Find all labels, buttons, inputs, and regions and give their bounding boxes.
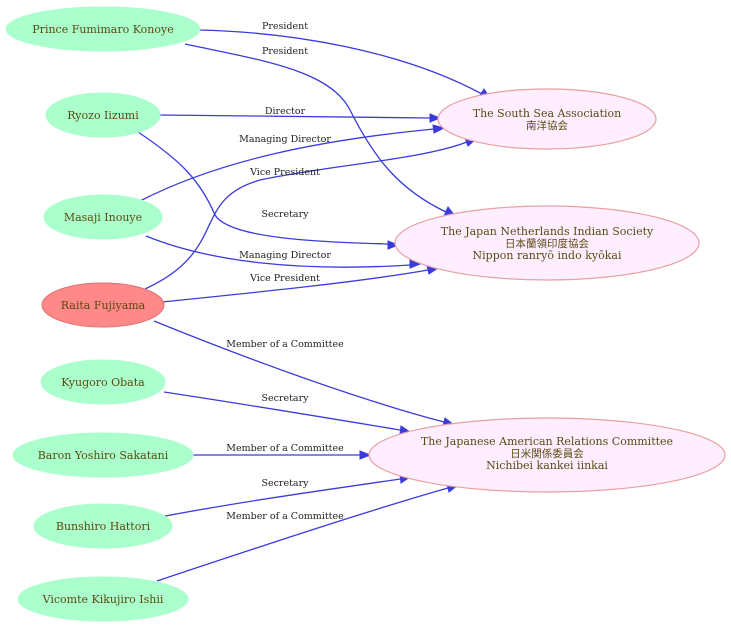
edge-label: Vice President bbox=[249, 273, 320, 284]
node-label: Baron Yoshiro Sakatani bbox=[38, 449, 169, 462]
edge-label: Managing Director bbox=[239, 134, 331, 145]
node-label: Raita Fujiyama bbox=[61, 299, 146, 312]
edge-konoye-netherlands: President bbox=[184, 43, 457, 217]
node-japan-netherlands-indian-society[interactable]: The Japan Netherlands Indian Society 日本蘭… bbox=[394, 205, 700, 281]
edge-fujiyama-netherlands: Vice President bbox=[161, 265, 440, 303]
node-label: Prince Fumimaro Konoye bbox=[32, 23, 173, 36]
edge-label: Vice President bbox=[249, 167, 320, 178]
edge-label: Secretary bbox=[261, 393, 309, 404]
node-south-sea-association[interactable]: The South Sea Association 南洋協会 bbox=[437, 88, 657, 150]
edge-sakatani-american: Member of a Committee bbox=[191, 443, 372, 460]
edge-obata-american: Secretary bbox=[163, 391, 412, 435]
node-sakatani[interactable]: Baron Yoshiro Sakatani bbox=[12, 432, 194, 478]
node-label: Ryozo Iizumi bbox=[67, 109, 139, 122]
node-ishii[interactable]: Vicomte Kikujiro Ishii bbox=[17, 576, 189, 622]
node-label-romanized: Nichibei kankei iinkai bbox=[486, 459, 608, 472]
edge-label: Director bbox=[265, 106, 306, 117]
edge-label: President bbox=[262, 46, 308, 57]
node-label-japanese: 南洋協会 bbox=[526, 119, 568, 132]
edge-konoye-south-sea: President bbox=[197, 21, 491, 99]
node-iizumi[interactable]: Ryozo Iizumi bbox=[45, 92, 161, 138]
edge-label: Managing Director bbox=[239, 250, 331, 261]
edge-inouye-netherlands: Managing Director bbox=[145, 235, 422, 269]
edge-label: Member of a Committee bbox=[226, 443, 344, 454]
edge-iizumi-netherlands: Secretary bbox=[137, 131, 400, 250]
edge-label: Member of a Committee bbox=[226, 339, 344, 350]
node-label-japanese: 日米関係委員会 bbox=[510, 447, 584, 460]
node-japanese-american-relations-committee[interactable]: The Japanese American Relations Committe… bbox=[368, 417, 726, 493]
node-label: Masaji Inouye bbox=[64, 211, 142, 224]
node-label: Kyugoro Obata bbox=[61, 376, 145, 389]
edge-inouye-south-sea: Managing Director bbox=[139, 124, 446, 202]
node-label-romanized: Nippon ranryō indo kyōkai bbox=[473, 249, 622, 262]
edge-ishii-american: Member of a Committee bbox=[156, 483, 460, 582]
edge-label: Secretary bbox=[261, 478, 309, 489]
node-label: Vicomte Kikujiro Ishii bbox=[42, 593, 164, 606]
edge-label: President bbox=[262, 21, 308, 32]
node-inouye[interactable]: Masaji Inouye bbox=[43, 194, 163, 240]
edge-iizumi-south-sea: Director bbox=[159, 106, 442, 123]
node-fujiyama[interactable]: Raita Fujiyama bbox=[41, 282, 165, 328]
node-label: The Japanese American Relations Committe… bbox=[421, 435, 673, 448]
node-label: The South Sea Association bbox=[473, 107, 622, 120]
node-label-japanese: 日本蘭領印度協会 bbox=[505, 237, 589, 250]
edge-label: Secretary bbox=[261, 209, 309, 220]
edge-fujiyama-american: Member of a Committee bbox=[153, 320, 456, 427]
edge-label: Member of a Committee bbox=[226, 511, 344, 522]
node-konoye[interactable]: Prince Fumimaro Konoye bbox=[5, 6, 201, 52]
node-label: Bunshiro Hattori bbox=[56, 520, 151, 533]
node-label: The Japan Netherlands Indian Society bbox=[441, 225, 654, 238]
node-hattori[interactable]: Bunshiro Hattori bbox=[33, 503, 173, 549]
node-obata[interactable]: Kyugoro Obata bbox=[40, 359, 166, 405]
